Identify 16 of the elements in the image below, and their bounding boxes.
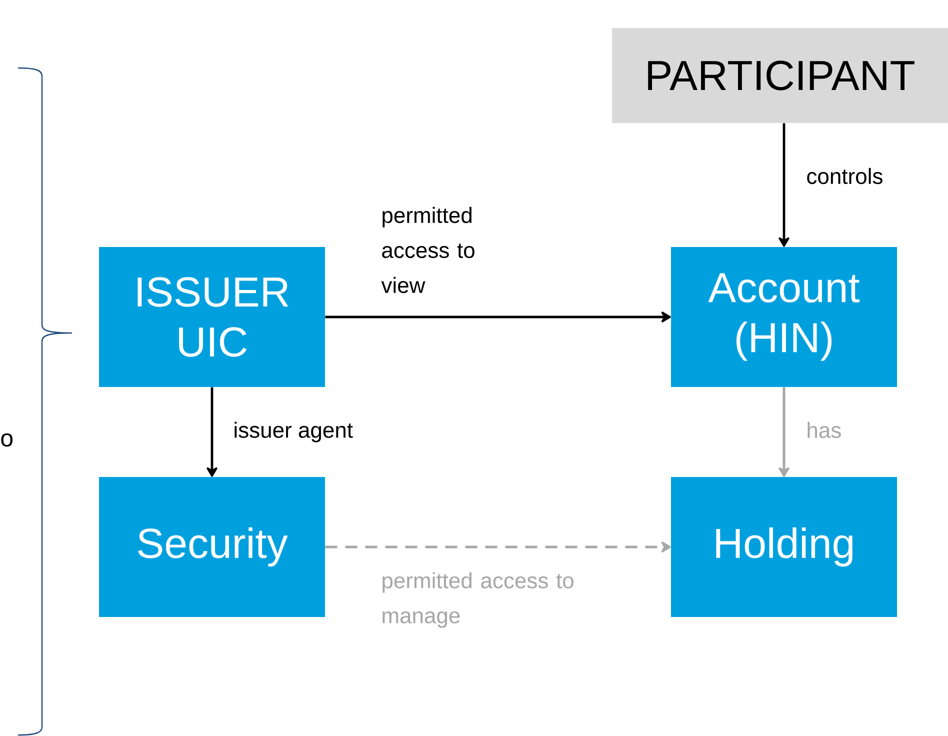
- process-box: PARTICIPANT: [612, 28, 948, 123]
- process-box: Holding: [671, 477, 897, 617]
- edge-label: controls: [807, 168, 882, 184]
- cut-text: o: [1, 433, 13, 447]
- process-box: ISSUER UIC: [99, 247, 325, 387]
- arrow: [325, 312, 671, 322]
- arrow: [778, 387, 790, 477]
- arrow: [778, 123, 790, 247]
- edge-label: permitted access to view: [381, 206, 474, 294]
- edge-label: permitted access to manage: [382, 572, 574, 628]
- arrow: [325, 542, 671, 552]
- arrow: [206, 387, 218, 477]
- edge-label: issuer agent: [234, 422, 353, 442]
- process-box: Security: [99, 477, 325, 617]
- edge-label: has: [808, 422, 841, 438]
- process-box: Account (HIN): [671, 247, 897, 387]
